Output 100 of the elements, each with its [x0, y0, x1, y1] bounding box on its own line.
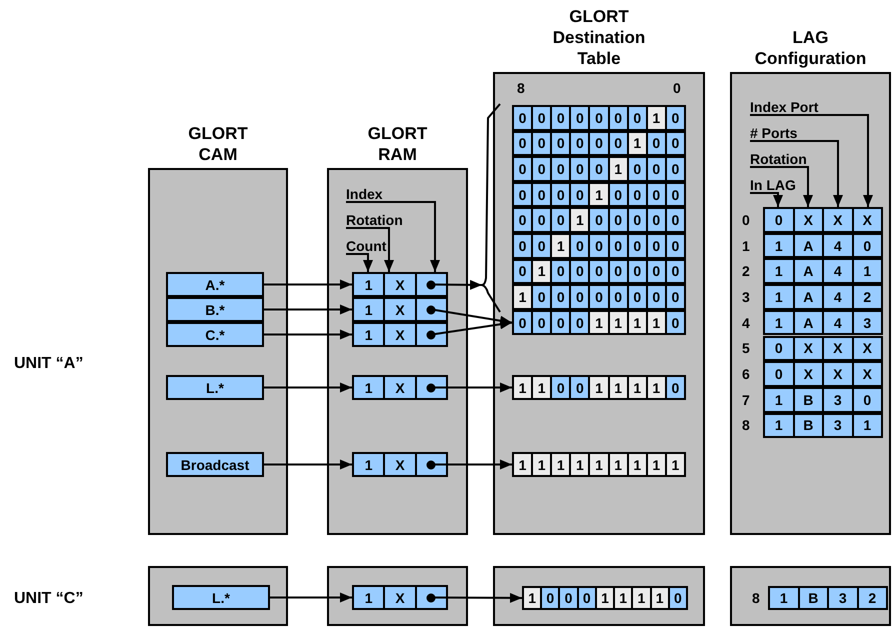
- table-cell: 1: [513, 285, 532, 309]
- table-cell: 0: [532, 234, 552, 258]
- table-cell: 1: [353, 298, 384, 321]
- table-cell: X: [852, 336, 882, 360]
- row-index: 1: [742, 238, 750, 254]
- table-cell: 0: [666, 208, 685, 232]
- column-header: # Ports: [750, 125, 820, 141]
- table-cell: 0: [608, 285, 628, 309]
- table-cell: 0: [532, 285, 552, 309]
- table-cell: 2: [852, 285, 882, 309]
- table-cell: 0: [513, 106, 532, 130]
- table-cell: 0: [532, 182, 552, 206]
- table-row: [512, 284, 686, 310]
- table-cell: 1: [570, 453, 590, 476]
- table-row: [352, 322, 448, 347]
- table-cell: 0: [608, 132, 628, 156]
- table-cell: 1: [764, 285, 794, 309]
- table-row: [763, 336, 883, 362]
- arrow: [264, 304, 352, 314]
- table-cell: 0: [646, 132, 666, 156]
- row-index: 8: [752, 590, 760, 606]
- table-cell: 0: [608, 208, 628, 232]
- table-cell: X: [823, 362, 852, 386]
- table-cell: 0: [589, 285, 609, 309]
- table-cell: 3: [823, 414, 852, 438]
- table-row: [512, 156, 686, 182]
- panel: [730, 566, 891, 626]
- table-cell: 0: [570, 182, 590, 206]
- table-row: [522, 586, 688, 610]
- table-cell: 0: [551, 132, 570, 156]
- table-cell: 1: [589, 453, 609, 476]
- table-cell: 0: [570, 260, 590, 284]
- cam-entry: Broadcast: [166, 452, 264, 477]
- arrow: [270, 592, 352, 602]
- leader-arrow: [750, 140, 843, 207]
- table-cell: 1: [628, 310, 647, 334]
- table-cell: 0: [628, 157, 647, 181]
- row-index: 5: [742, 340, 750, 356]
- table-cell: 0: [666, 106, 685, 130]
- column-header: Rotation: [750, 151, 820, 167]
- table-row: [512, 233, 686, 259]
- table-cell: 0: [668, 587, 687, 609]
- table-row: [512, 207, 686, 233]
- table-cell: 0: [513, 182, 532, 206]
- table-cell: 1: [628, 376, 647, 399]
- table-cell: 0: [532, 208, 552, 232]
- table-cell: 0: [551, 260, 570, 284]
- table-cell: 0: [852, 234, 882, 258]
- table-cell: A: [794, 310, 823, 334]
- table-cell: 0: [513, 208, 532, 232]
- cam-entry: B.*: [166, 297, 264, 322]
- row-index: 2: [742, 263, 750, 280]
- unit-label: UNIT “C”: [14, 590, 84, 608]
- table-row: [763, 207, 883, 233]
- table-cell: 0: [570, 285, 590, 309]
- table-cell: 0: [570, 376, 590, 399]
- table-cell: X: [384, 376, 416, 399]
- arrow: [264, 460, 352, 470]
- table-cell: 0: [541, 587, 560, 609]
- table-row: [352, 375, 448, 400]
- table-row: [352, 297, 448, 322]
- column-header: Count: [346, 238, 401, 254]
- table-cell: X: [384, 273, 416, 296]
- leader-arrow: [750, 192, 783, 207]
- table-cell: X: [823, 208, 852, 232]
- table-cell: 0: [513, 132, 532, 156]
- leader-arrow: [750, 114, 873, 207]
- table-row: [512, 105, 686, 131]
- table-cell: 0: [628, 208, 647, 232]
- table-cell: 1: [608, 157, 628, 181]
- table-cell: 0: [608, 234, 628, 258]
- table-cell: 0: [589, 208, 609, 232]
- arrow: [264, 330, 352, 340]
- table-cell: 0: [666, 260, 685, 284]
- table-cell: 0: [551, 106, 570, 130]
- table-cell: 0: [551, 208, 570, 232]
- table-cell: 0: [532, 310, 552, 334]
- table-cell: X: [384, 298, 416, 321]
- table-cell: A: [794, 259, 823, 284]
- cam-entry: L.*: [166, 375, 264, 400]
- panel-title: GLORT CAM: [187, 123, 249, 165]
- table-cell: 1: [608, 310, 628, 334]
- row-index: 0: [742, 212, 750, 228]
- cam-entry: C.*: [166, 322, 264, 347]
- table-row: [512, 452, 686, 477]
- table-cell: 3: [823, 388, 852, 412]
- table-cell: 0: [551, 157, 570, 181]
- table-cell: 0: [608, 260, 628, 284]
- table-cell: 1: [632, 587, 651, 609]
- table-cell: 0: [646, 234, 666, 258]
- row-index: 8: [742, 417, 750, 434]
- table-cell: 0: [666, 310, 685, 334]
- table-cell: 1: [353, 453, 384, 476]
- leader-arrow: [346, 201, 440, 272]
- table-cell: 4: [823, 259, 852, 284]
- table-cell: 1: [570, 208, 590, 232]
- table-cell: 0: [764, 362, 794, 386]
- table-cell: 1: [608, 376, 628, 399]
- unit-label: UNIT “A”: [14, 355, 84, 373]
- table-cell: 0: [551, 182, 570, 206]
